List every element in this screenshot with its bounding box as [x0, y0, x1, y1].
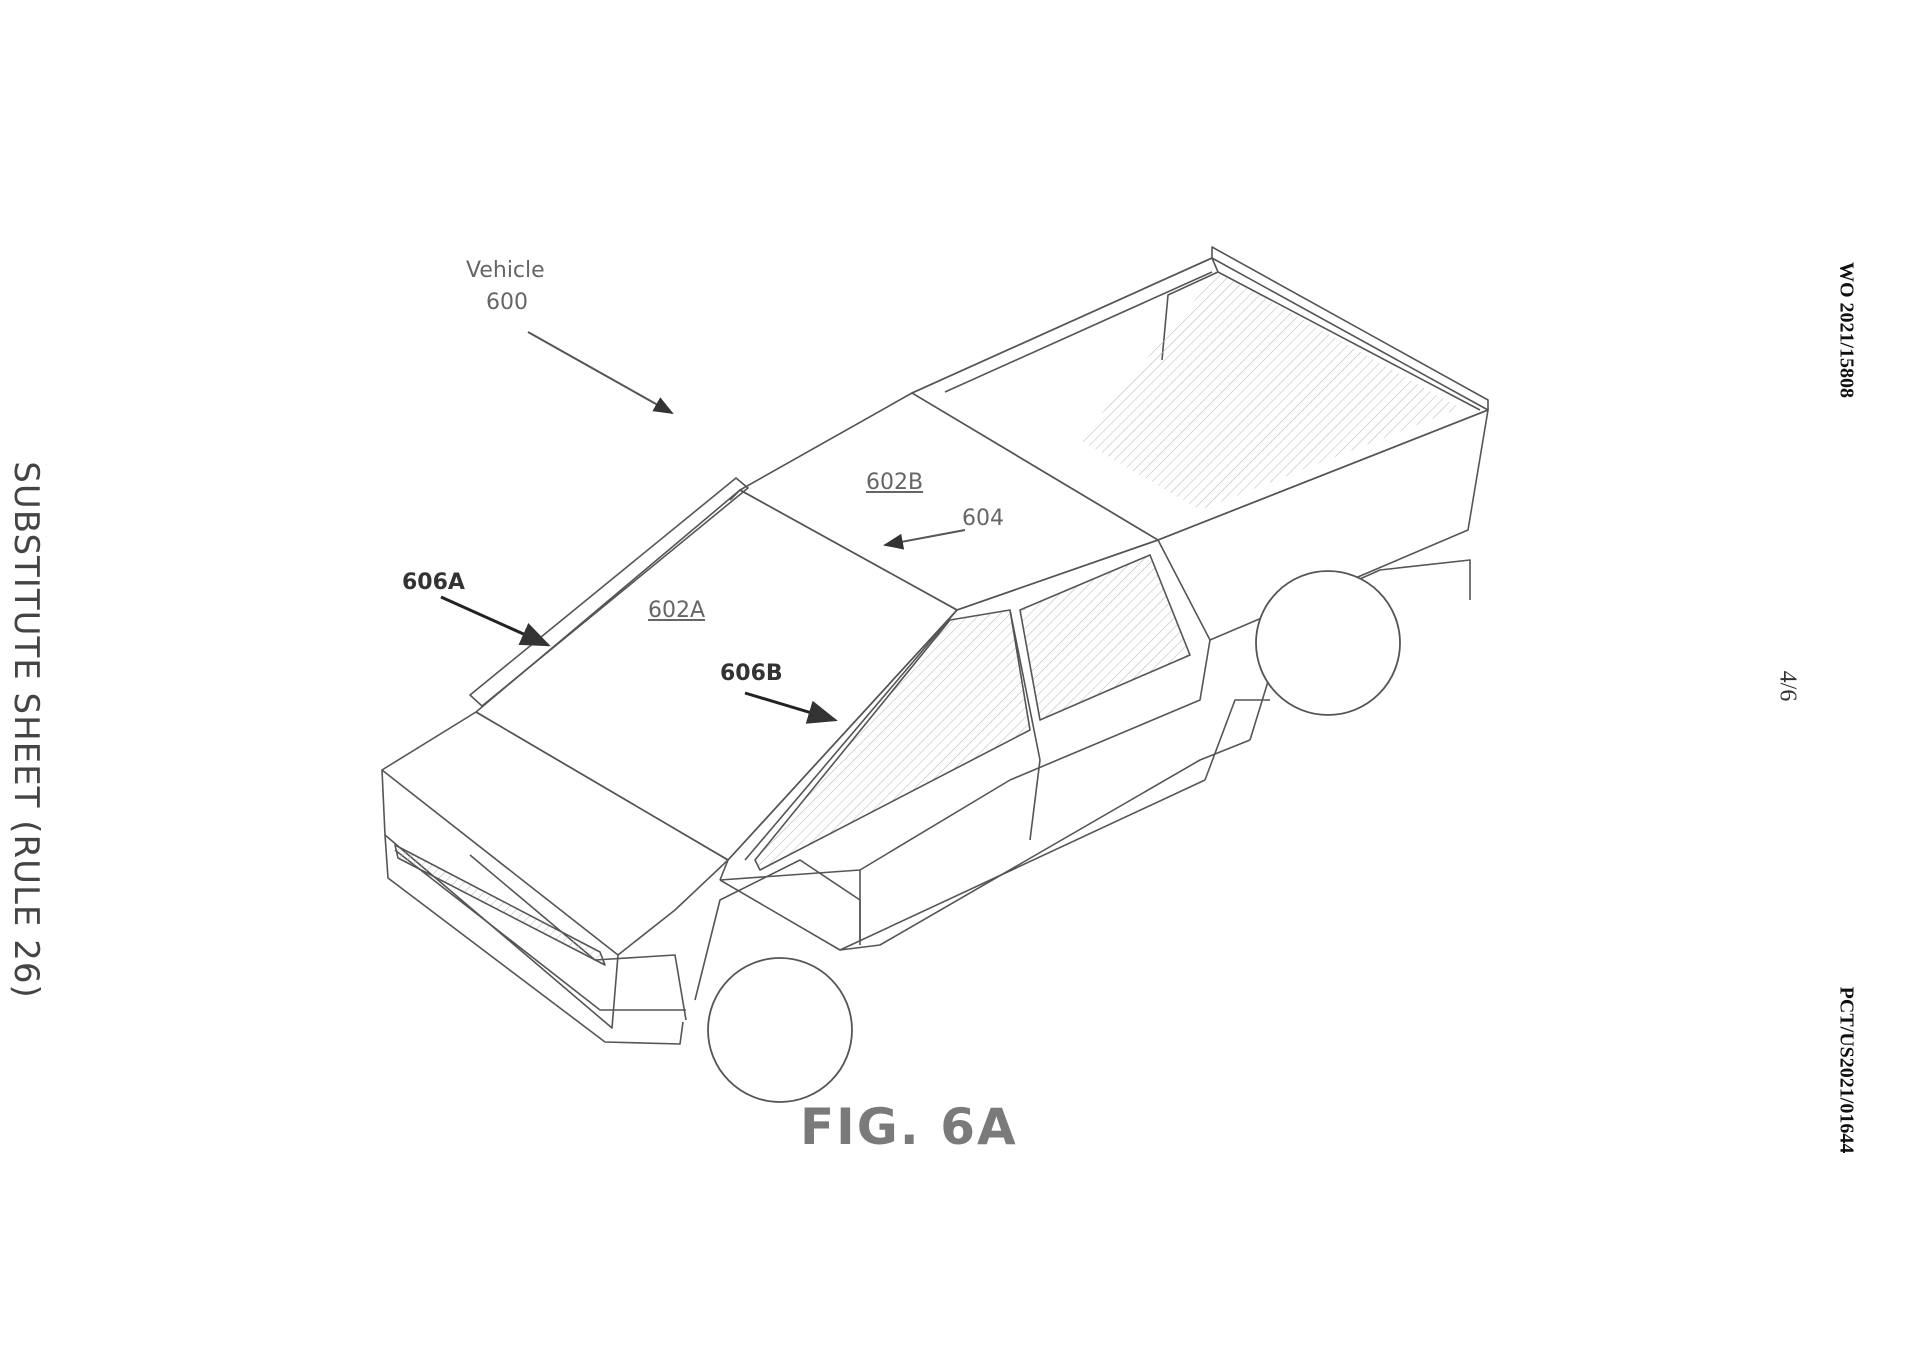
- sheet-number: 4/6: [1774, 670, 1801, 702]
- application-number: PCT/US2021/01644: [1835, 986, 1858, 1154]
- label-602a: 602A: [648, 598, 706, 623]
- label-602b: 602B: [866, 470, 924, 495]
- substitute-sheet-label: SUBSTITUTE SHEET (RULE 26): [6, 461, 46, 999]
- arrow-604: [883, 529, 966, 550]
- label-604: 604: [962, 506, 1004, 531]
- label-vehicle-ref: 600: [486, 290, 528, 315]
- arrow-606a: [440, 595, 551, 647]
- arrow-606b: [744, 691, 838, 724]
- figure-title: FIG. 6A: [800, 1098, 1018, 1156]
- label-606b: 606B: [720, 661, 783, 686]
- label-606a: 606A: [402, 570, 465, 595]
- rear-wheel: [1255, 570, 1401, 716]
- arrow-600: [527, 331, 674, 414]
- publication-number: WO 2021/15808: [1835, 261, 1858, 399]
- side-window-front: [754, 609, 1031, 871]
- front-fascia: [381, 711, 729, 956]
- light-bar: [394, 844, 606, 966]
- front-wheel: [707, 957, 853, 1103]
- label-vehicle-word: Vehicle: [466, 258, 545, 283]
- side-window-rear: [1019, 554, 1191, 721]
